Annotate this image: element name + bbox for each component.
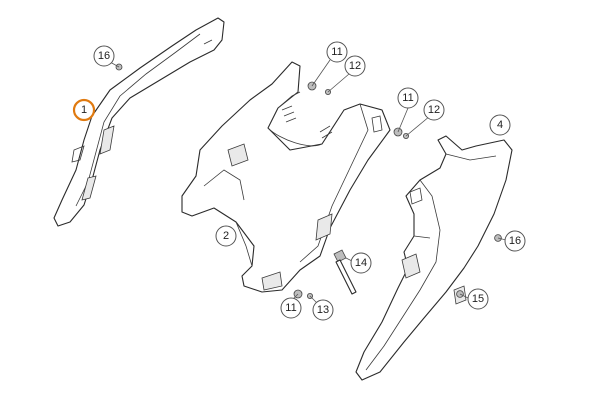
- svg-text:11: 11: [285, 302, 296, 314]
- svg-text:15: 15: [472, 293, 484, 305]
- callout-14: 14: [350, 252, 372, 274]
- callout-13: 13: [312, 299, 334, 321]
- svg-text:2: 2: [223, 230, 229, 242]
- callout-16-right: 16: [504, 230, 526, 252]
- svg-text:14: 14: [355, 257, 367, 269]
- callout-2: 2: [215, 225, 237, 247]
- svg-text:12: 12: [428, 104, 440, 116]
- callout-4: 4: [489, 114, 511, 136]
- svg-text:12: 12: [349, 60, 361, 72]
- callout-16-top: 16: [93, 45, 115, 67]
- svg-text:16: 16: [98, 50, 110, 62]
- callout-12-middle: 12: [423, 99, 445, 121]
- part-2-rear-center-cover: [181, 61, 391, 293]
- callout-11-middle: 11: [397, 87, 419, 109]
- svg-text:11: 11: [402, 92, 413, 104]
- svg-text:16: 16: [509, 235, 521, 247]
- svg-text:4: 4: [497, 119, 503, 131]
- callout-1: 1: [72, 98, 96, 122]
- part-1-side-trim: [53, 17, 225, 227]
- callout-15: 15: [467, 288, 489, 310]
- svg-text:1: 1: [81, 104, 87, 116]
- svg-text:11: 11: [331, 46, 342, 58]
- svg-text:13: 13: [317, 304, 329, 316]
- part-4-right-side-panel: [355, 135, 513, 381]
- callout-11-top: 11: [326, 41, 348, 63]
- callout-11-bottom: 11: [280, 297, 302, 319]
- callout-12-top: 12: [344, 55, 366, 77]
- part-14-bolt: [333, 249, 357, 295]
